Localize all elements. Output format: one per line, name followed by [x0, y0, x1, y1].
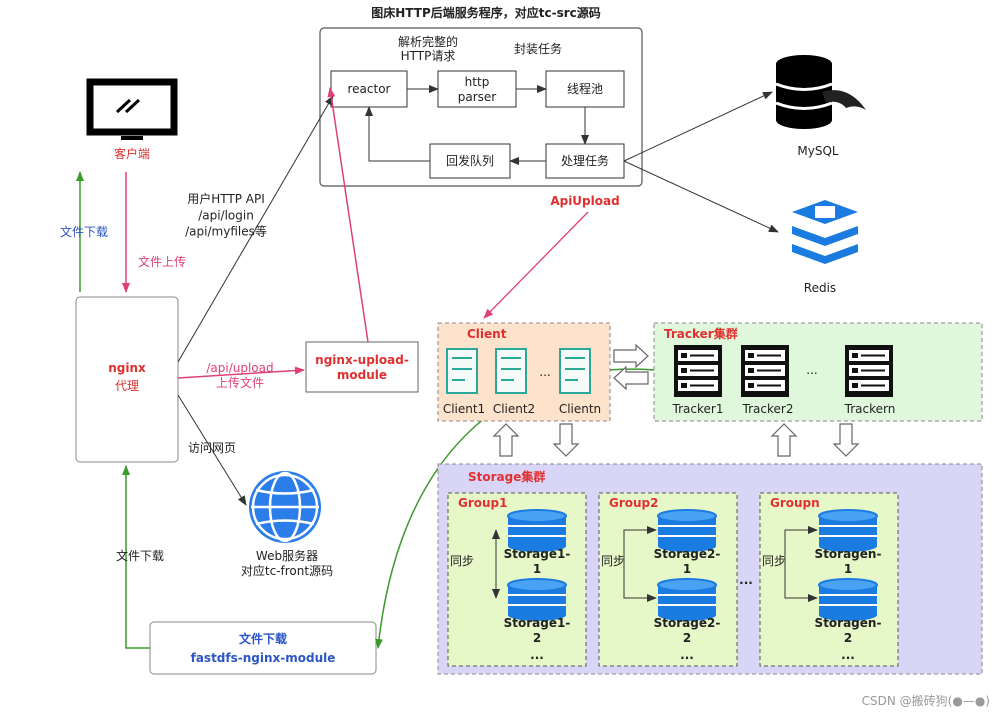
- group-2-sync: 同步: [601, 554, 625, 568]
- nginx-name: nginx: [108, 361, 146, 375]
- group-n-storage-a: Storagen-1: [815, 547, 882, 576]
- diagram-title: 图床HTTP后端服务程序，对应tc-src源码: [371, 5, 601, 20]
- download-left-label: 文件下载: [60, 224, 108, 239]
- thread-pool-label: 线程池: [567, 81, 603, 96]
- storage-cluster-title: Storage集群: [468, 469, 545, 484]
- wrap-label: 封装任务: [514, 41, 562, 56]
- group-n-more: ...: [841, 648, 855, 662]
- tracker-ellipsis: ...: [806, 363, 817, 377]
- nginx-sub: 代理: [115, 379, 139, 393]
- groups-ellipsis: ...: [739, 573, 753, 587]
- upload-label: 文件上传: [138, 254, 186, 269]
- fastdfs-title: 文件下载: [239, 631, 287, 646]
- redis-label: Redis: [804, 281, 836, 295]
- client-item-1: Client1: [443, 402, 485, 416]
- group-2-more: ...: [680, 648, 694, 662]
- group-1-sync: 同步: [450, 554, 474, 568]
- http-parser-box: [437, 70, 517, 108]
- client-label: 客户端: [114, 146, 150, 161]
- monitor-icon: [86, 78, 178, 140]
- visit-label: 访问网页: [188, 441, 236, 455]
- api-upload-label: ApiUpload: [550, 194, 619, 208]
- fastdfs-module-box: [149, 621, 377, 675]
- reply-queue-box: [429, 143, 511, 179]
- group-2-storage-a: Storage2-1: [654, 547, 721, 576]
- nginx-box: [75, 296, 179, 463]
- redis-icon: [792, 200, 858, 264]
- tracker-item-3: Trackern: [844, 402, 896, 416]
- tracker-item-2: Tracker2: [742, 402, 794, 416]
- group-n-sync: 同步: [762, 554, 786, 568]
- fastdfs-name: fastdfs-nginx-module: [191, 651, 336, 665]
- web-globe-icon: [249, 471, 321, 543]
- mysql-icon: [775, 55, 866, 129]
- group-n-storage-b: Storagen-2: [815, 616, 882, 645]
- client-item-2: Client2: [493, 402, 535, 416]
- client-group-title: Client: [467, 327, 507, 341]
- reply-queue-label: 回发队列: [446, 153, 494, 168]
- group-1-storage-a: Storage1-1: [504, 547, 571, 576]
- reactor-box: [330, 70, 408, 108]
- tracker-group-title: Tracker集群: [664, 326, 738, 341]
- api-label: 用户HTTP API/api/login/api/myfiles等: [185, 191, 267, 239]
- client-item-3: Clientn: [559, 402, 601, 416]
- group-1-storage-b: Storage1-2: [504, 616, 571, 645]
- watermark: CSDN @搬砖狗(●—●): [862, 693, 990, 708]
- group-1-more: ...: [530, 648, 544, 662]
- upload-module-box: [305, 341, 419, 393]
- web-server-label: Web服务器对应tc-front源码: [241, 548, 333, 578]
- group-n-name: Groupn: [770, 496, 820, 510]
- client-tracker-arrows: [613, 343, 649, 391]
- reactor-label: reactor: [348, 82, 391, 96]
- process-task-label: 处理任务: [561, 153, 609, 168]
- mysql-label: MySQL: [797, 144, 839, 158]
- upload-module-label: nginx-upload-module: [315, 353, 409, 382]
- group-2-name: Group2: [609, 496, 659, 510]
- client-ellipsis: ...: [539, 365, 550, 379]
- group-2-storage-b: Storage2-2: [654, 616, 721, 645]
- group-1-name: Group1: [458, 496, 508, 510]
- download-nginx-label: 文件下载: [116, 548, 164, 563]
- vertical-hollow-arrows: [492, 423, 860, 457]
- tracker-item-1: Tracker1: [672, 402, 724, 416]
